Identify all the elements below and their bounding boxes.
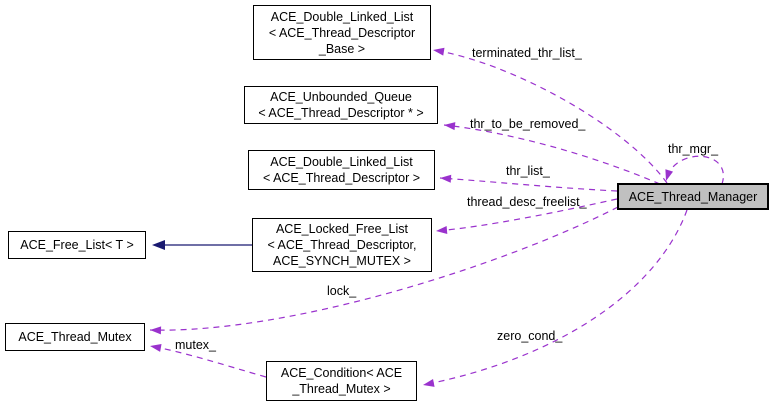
edge-label-lock: lock_ [327, 284, 357, 298]
edge-label-terminated-thr-list: terminated_thr_list_ [472, 46, 582, 60]
arrowhead-thr-to-be-removed-icon [444, 122, 456, 131]
edge-thread-desc-freelist [435, 198, 618, 232]
edge-label-thr-mgr: thr_mgr_ [668, 142, 719, 156]
edge-label-mutex: mutex_ [175, 338, 216, 352]
edge-label-thr-to-be-removed: thr_to_be_removed_ [470, 117, 586, 131]
edge-zero-cond [422, 209, 688, 386]
class-node-ace-unbounded-queue[interactable]: ACE_Unbounded_Queue < ACE_Thread_Descrip… [244, 86, 438, 124]
class-node-ace-thread-manager[interactable]: ACE_Thread_Manager [617, 183, 769, 210]
edge-thr-mgr-self-loop [665, 155, 724, 185]
arrowhead-thr-mgr-icon [665, 169, 674, 181]
class-node-ace-double-linked-list-base[interactable]: ACE_Double_Linked_List < ACE_Thread_Desc… [253, 5, 431, 60]
class-node-ace-condition[interactable]: ACE_Condition< ACE _Thread_Mutex > [266, 361, 417, 401]
arrowhead-terminated-thr-list-icon [433, 47, 445, 56]
class-node-ace-thread-mutex[interactable]: ACE_Thread_Mutex [5, 323, 145, 351]
edge-thr-list [439, 177, 618, 192]
edge-lock [149, 206, 619, 331]
class-node-ace-double-linked-list[interactable]: ACE_Double_Linked_List < ACE_Thread_Desc… [248, 150, 435, 190]
arrowhead-thread-desc-freelist-icon [436, 226, 448, 235]
edge-mutex [149, 345, 267, 378]
arrowhead-lock-icon [150, 326, 162, 335]
edge-label-thread-desc-freelist: thread_desc_freelist_ [467, 195, 587, 209]
edge-thr-to-be-removed [443, 124, 661, 185]
class-node-ace-locked-free-list[interactable]: ACE_Locked_Free_List < ACE_Thread_Descri… [252, 218, 432, 272]
edge-label-zero-cond: zero_cond_ [497, 329, 563, 343]
edge-label-thr-list: thr_list_ [506, 164, 550, 178]
edge-terminated-thr-list [432, 49, 668, 184]
arrowhead-zero-cond-icon [423, 378, 435, 387]
arrowhead-mutex-icon [150, 343, 162, 352]
arrowhead-thr-list-icon [440, 174, 452, 183]
arrowhead-inheritance-icon [152, 240, 165, 250]
class-node-ace-free-list[interactable]: ACE_Free_List< T > [8, 231, 146, 259]
